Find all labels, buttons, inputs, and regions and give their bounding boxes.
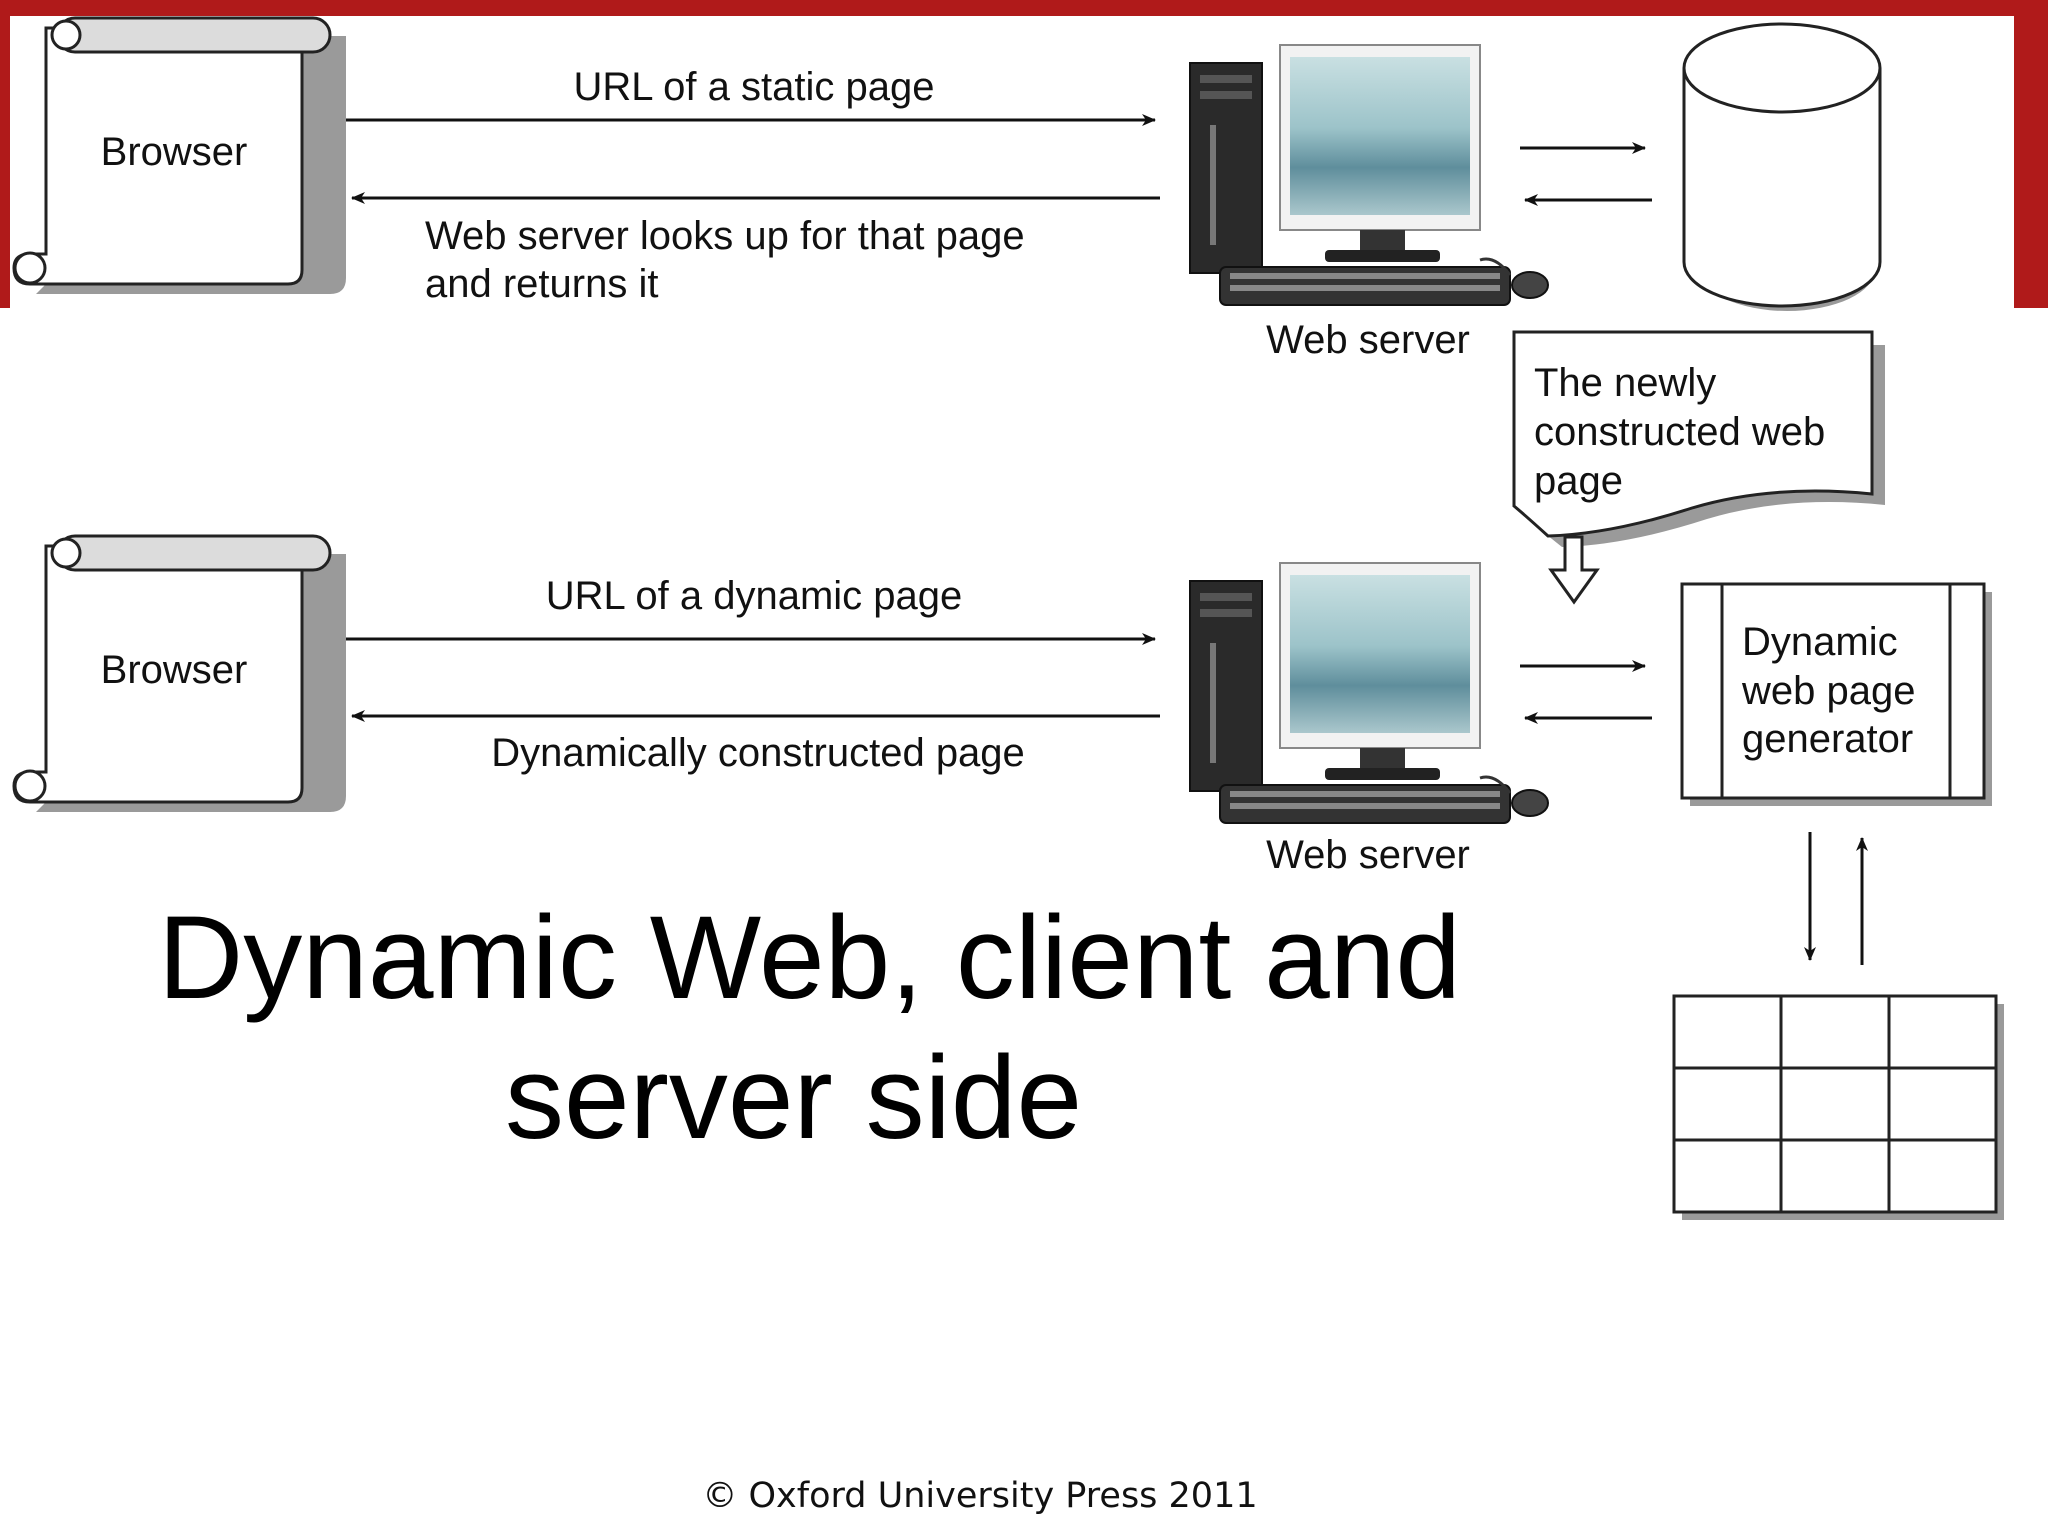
- bottom-request-label: URL of a dynamic page: [546, 574, 963, 618]
- note-line1: The newly: [1534, 361, 1716, 405]
- bottom-browser-label: Browser: [101, 648, 248, 692]
- top-request-label: URL of a static page: [574, 65, 935, 109]
- top-response-label-line2: and returns it: [425, 262, 658, 306]
- top-browser-label: Browser: [101, 130, 248, 174]
- bottom-server-label: Web server: [1266, 833, 1470, 877]
- top-server-label: Web server: [1266, 318, 1470, 362]
- note-line2: constructed web: [1534, 410, 1825, 454]
- database-icon: [1682, 22, 1882, 311]
- browser-scroll-icon: [12, 16, 346, 294]
- slide-title-line2: server side: [505, 1032, 1083, 1164]
- slide-title-line1: Dynamic Web, client and: [158, 892, 1461, 1024]
- hollow-down-arrow-icon: [1548, 535, 1600, 605]
- generator-box: [1680, 582, 1992, 806]
- database-table-icon: [1672, 994, 2004, 1220]
- generator-line3: generator: [1742, 717, 1913, 761]
- constructed-page-note: [1512, 330, 1885, 547]
- web-server-computer-icon-bottom: [1189, 562, 1549, 824]
- web-server-computer-icon: [1189, 44, 1549, 306]
- top-response-label-line1: Web server looks up for that page: [425, 214, 1025, 258]
- browser-scroll-icon-bottom: [12, 534, 346, 812]
- copyright-footer: © Oxford University Press 2011: [702, 1476, 1258, 1516]
- generator-line2: web page: [1741, 669, 1915, 713]
- generator-line1: Dynamic: [1742, 620, 1898, 664]
- bottom-response-label: Dynamically constructed page: [491, 731, 1025, 775]
- accent-frame: [0, 0, 2048, 308]
- note-line3: page: [1534, 459, 1623, 503]
